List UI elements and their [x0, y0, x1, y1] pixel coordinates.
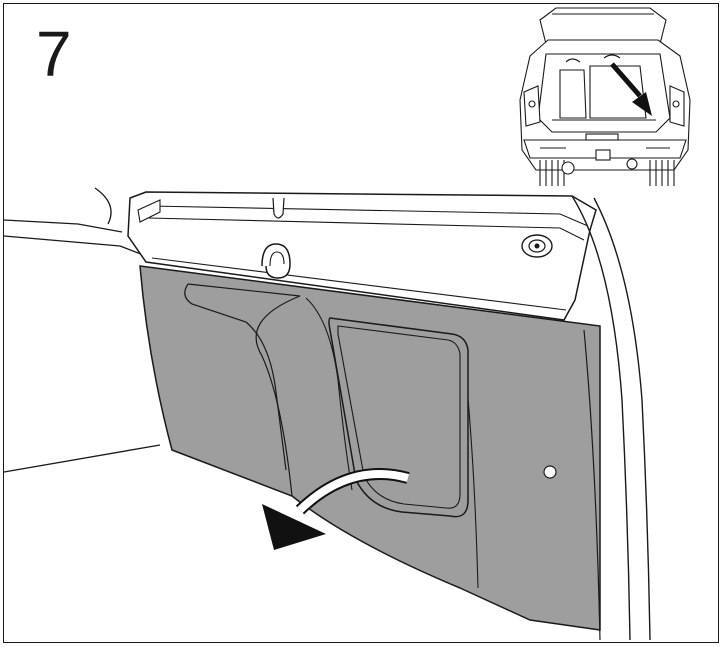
curved-arrow-icon [262, 468, 410, 550]
access-cover [328, 317, 469, 518]
side-trim-panel [139, 265, 601, 631]
screw-hole-icon [543, 465, 557, 479]
step-number: 7 [36, 18, 72, 90]
roof-trim [3, 187, 597, 321]
cargo-lamp-icon [521, 234, 553, 258]
tailgate-pillar [571, 195, 651, 641]
trunk-floor-edge [3, 444, 161, 473]
trim-clip-tab [272, 197, 285, 219]
cargo-hook-icon [261, 243, 291, 279]
arrow-down-right-icon [610, 62, 652, 116]
